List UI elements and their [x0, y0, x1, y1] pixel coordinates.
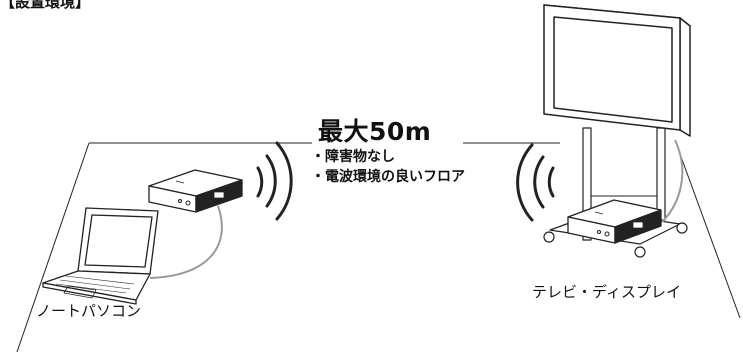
transmitter-box-icon [148, 169, 243, 213]
laptop-label: ノートパソコン [36, 302, 142, 320]
tv-display-label: テレビ・ディスプレイ [532, 283, 681, 301]
tv-display-icon [543, 4, 691, 137]
transmitter-signal-icon [256, 141, 293, 221]
laptop-icon [42, 207, 159, 305]
receiver-cable [661, 139, 684, 223]
receiver-signal-icon [516, 143, 555, 222]
receiver-box-icon [567, 199, 662, 244]
room-floor-outline [16, 142, 741, 353]
max-range-title: 最大50m [318, 117, 432, 146]
condition-no-obstacles: ・障害物なし [311, 149, 395, 165]
condition-good-radio-environment: ・電波環境の良いフロア [311, 169, 465, 185]
section-header-fragment: 【設置環境】 [0, 0, 91, 11]
transmitter-cable [149, 205, 223, 279]
